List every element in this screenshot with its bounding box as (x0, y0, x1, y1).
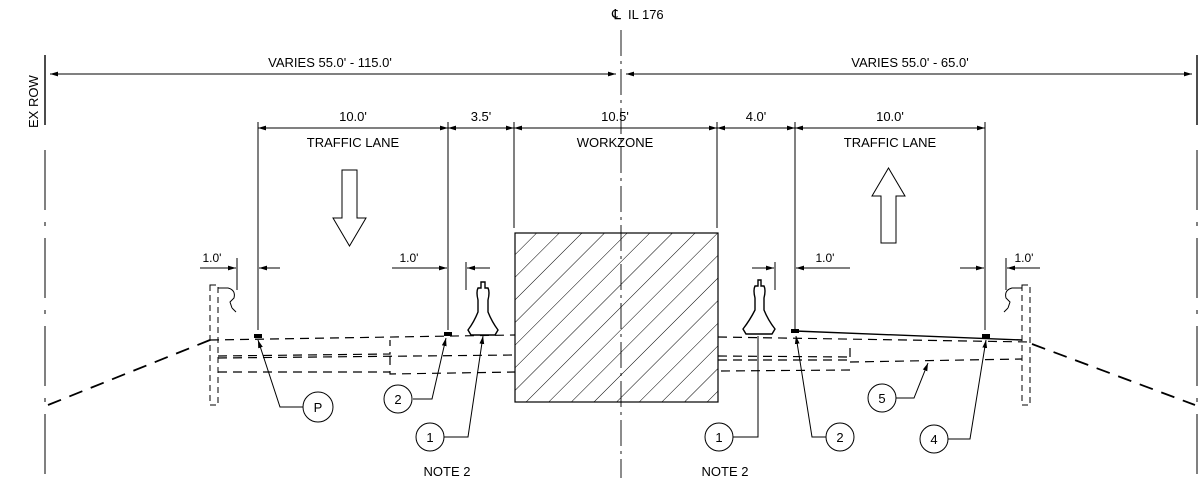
note-right: NOTE 2 (702, 464, 749, 478)
offset-dim-3: 1.0' (816, 251, 835, 265)
callout-2-left-circle (383, 384, 413, 414)
lane-dimensions: 10.0' 3.5' 10.5' 4.0' 10.0' TRAFFIC LANE… (257, 109, 986, 330)
marker-p (254, 334, 262, 338)
callouts: P 2 1 1 2 5 4 (257, 335, 988, 454)
overall-dim-left: VARIES 55.0' - 115.0' (268, 55, 392, 70)
callout-1-right-circle (704, 422, 734, 452)
label-left-traffic-lane: TRAFFIC LANE (307, 135, 400, 150)
offset-dim-1: 1.0' (203, 251, 222, 265)
dim-workzone: 10.5' (601, 109, 629, 124)
callout-2-right-circle (825, 422, 855, 452)
note-left: NOTE 2 (424, 464, 471, 478)
dim-right-lane: 10.0' (876, 109, 904, 124)
southbound-arrow-icon (332, 169, 367, 247)
callout-4-circle (919, 424, 949, 454)
offset-dimensions: 1.0' 1.0' 1.0' 1.0' (200, 251, 1040, 290)
marker-2-right (791, 329, 799, 333)
dim-left-buffer: 3.5' (471, 109, 492, 124)
label-workzone: WORKZONE (577, 135, 654, 150)
marker-4 (982, 334, 990, 338)
row-label: EX ROW (26, 75, 41, 128)
pavement-section (47, 330, 1196, 406)
callout-1-right: 1 (715, 430, 722, 445)
callout-p-circle (302, 391, 334, 423)
callout-1-left: 1 (426, 430, 433, 445)
left-curb (209, 284, 237, 406)
callout-4: 4 (930, 432, 937, 447)
centerline: ℄ IL 176 (611, 6, 664, 478)
callout-p: P (314, 400, 323, 415)
label-right-traffic-lane: TRAFFIC LANE (844, 135, 937, 150)
overall-dimension: VARIES 55.0' - 115.0' VARIES 55.0' - 65.… (50, 55, 1192, 77)
centerline-symbol: ℄ (611, 6, 621, 22)
dim-left-lane: 10.0' (339, 109, 367, 124)
dim-right-buffer: 4.0' (746, 109, 767, 124)
callout-1-left-circle (415, 422, 445, 452)
right-curb (1003, 284, 1031, 406)
marker-2-left (444, 332, 452, 336)
callout-2-left: 2 (394, 392, 401, 407)
callout-5-circle (867, 383, 897, 413)
offset-dim-4: 1.0' (1015, 251, 1034, 265)
row-lines: EX ROW (26, 55, 1198, 478)
overall-dim-right: VARIES 55.0' - 65.0' (851, 55, 968, 70)
left-concrete-barrier (467, 281, 499, 336)
right-concrete-barrier (742, 279, 776, 335)
callout-5: 5 (878, 391, 885, 406)
northbound-arrow-icon (871, 167, 906, 244)
offset-dim-2: 1.0' (400, 251, 419, 265)
centerline-label: IL 176 (628, 7, 664, 22)
callout-2-right: 2 (836, 430, 843, 445)
workzone-area (514, 232, 719, 403)
